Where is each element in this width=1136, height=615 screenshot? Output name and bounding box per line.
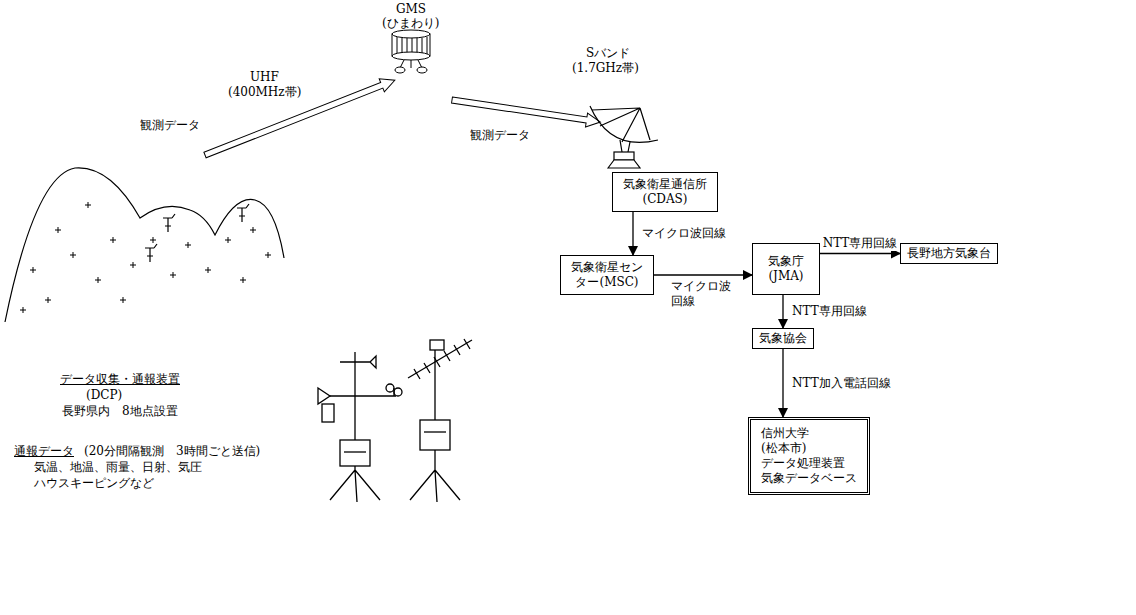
line-label: NTT加入電話回線	[791, 376, 892, 391]
node-text: 信州大学	[761, 426, 857, 441]
weather-station	[414, 339, 470, 379]
annotation-label: Sバンド	[586, 46, 630, 61]
mountains	[20, 202, 271, 313]
database-box: 信州大学(松本市)データ処理装置気象データベース	[748, 417, 870, 495]
connector-line	[820, 253, 900, 254]
node-text: 長野地方気象台	[907, 246, 991, 261]
weather-station	[330, 352, 380, 502]
gms-satellite	[392, 30, 430, 73]
annotation-label: (1.7GHz帯)	[572, 61, 639, 76]
annotation-label: 気温、地温、雨量、日射、気圧	[34, 460, 202, 475]
dish-antenna	[614, 152, 634, 160]
line-label: マイクロ波回線	[641, 226, 727, 241]
weather-station	[344, 451, 366, 452]
gms-satellite	[417, 67, 427, 73]
mountains	[5, 168, 284, 322]
annotation-label: UHF	[250, 70, 279, 85]
weather-station	[340, 440, 370, 466]
node-text: 気象協会	[759, 331, 807, 346]
process-box: 長野地方気象台	[900, 243, 998, 264]
dish-antenna	[590, 106, 658, 142]
connector-line	[782, 295, 783, 328]
weather-station	[318, 388, 330, 404]
uhf-arrow	[202, 74, 397, 162]
dish-antenna	[590, 106, 658, 168]
annotation-label: GMS	[396, 2, 426, 17]
s-band-arrow	[451, 93, 601, 129]
line-label: マイクロ波 回線	[670, 279, 736, 309]
dish-antenna	[592, 108, 650, 142]
gms-satellite	[392, 30, 430, 38]
uhf-arrow	[202, 74, 397, 162]
annotation-label: 長野県内 8地点設置	[62, 404, 178, 419]
mountains	[237, 204, 249, 222]
connector-line	[654, 274, 752, 275]
mountains	[5, 168, 284, 322]
process-box: 気象庁 (JMA)	[752, 243, 820, 295]
gms-satellite	[400, 60, 422, 68]
weather-station	[340, 356, 376, 368]
annotation-label: 観測データ	[140, 118, 200, 133]
mountains	[145, 244, 157, 262]
connector-line	[632, 212, 633, 255]
annotation-label: 通報データ	[14, 444, 74, 459]
weather-station	[430, 340, 444, 350]
weather-station	[408, 340, 472, 378]
process-box: 気象協会	[752, 328, 814, 349]
line-label: NTT専用回線	[791, 304, 868, 319]
weather-station	[318, 352, 402, 502]
annotation-label: ハウスキーピングなど	[34, 476, 154, 491]
node-text: 気象データベース	[761, 471, 857, 486]
connector-line	[782, 349, 783, 417]
dish-antenna	[608, 160, 640, 168]
weather-station	[393, 388, 394, 396]
annotation-label: (400MHz帯)	[228, 85, 301, 100]
mountains	[163, 214, 175, 232]
line-label: NTT専用回線	[822, 236, 899, 251]
node-text: 気象衛星通信所 (CDAS)	[619, 177, 711, 207]
annotation-label: データ収集・通報装置	[60, 372, 180, 387]
process-box: 気象衛星センター(MSC)	[560, 255, 654, 295]
annotation-label: (ひまわり)	[382, 16, 439, 31]
node-text: 気象庁 (JMA)	[761, 254, 811, 284]
annotation-label: (20分間隔観測 3時間ごと送信)	[84, 444, 260, 459]
weather-station	[420, 420, 450, 450]
gms-satellite	[395, 67, 405, 73]
weather-station	[424, 431, 446, 432]
weather-station	[408, 339, 472, 502]
gms-satellite	[392, 52, 430, 60]
node-text: (松本市)	[761, 441, 857, 456]
annotation-label: 観測データ	[470, 128, 530, 143]
s-band-arrow	[451, 93, 601, 129]
dish-antenna	[620, 140, 630, 152]
node-text: 気象衛星センター(MSC)	[567, 260, 647, 290]
process-box: 気象衛星通信所 (CDAS)	[612, 172, 718, 212]
node-text: データ処理装置	[761, 456, 857, 471]
weather-station	[322, 404, 334, 422]
weather-station	[394, 388, 402, 396]
annotation-label: (DCP)	[86, 388, 122, 403]
weather-station	[386, 384, 394, 392]
